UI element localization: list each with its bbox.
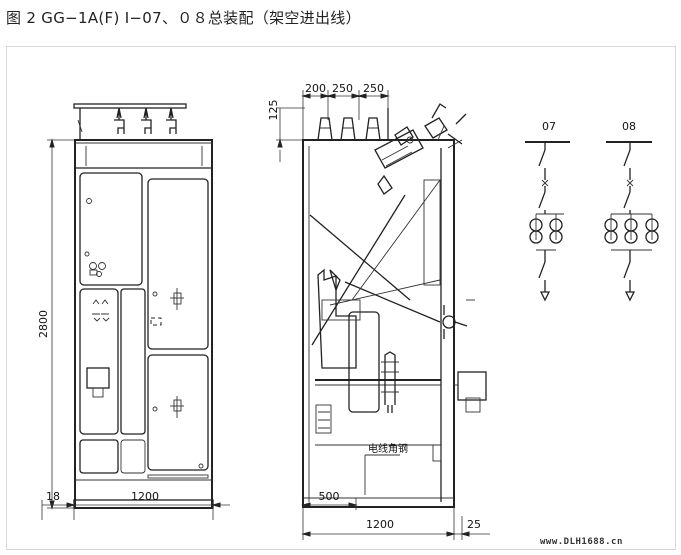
front-height-label: 2800 bbox=[37, 310, 50, 338]
middle-narrow-panel bbox=[120, 288, 146, 435]
top-dim-3: 250 bbox=[363, 82, 384, 95]
middle-left-panel bbox=[79, 288, 119, 435]
upper-left-door bbox=[79, 172, 143, 286]
bottom-left-door bbox=[79, 439, 119, 474]
side-view: 200 250 250 125 bbox=[267, 82, 490, 540]
front-width-label: 1200 bbox=[131, 490, 159, 503]
scheme-08-label: 08 bbox=[622, 120, 636, 133]
lower-right-door bbox=[147, 354, 209, 471]
lower-insulator bbox=[384, 351, 396, 413]
right-offset-label: 25 bbox=[467, 518, 481, 531]
side-height-label: 125 bbox=[267, 100, 280, 121]
scheme-07: 07 bbox=[525, 120, 570, 302]
bottom-depth-label: 500 bbox=[319, 490, 340, 503]
side-insulators bbox=[317, 117, 381, 141]
figure-title: 图 2 GG−1A(F) Ⅰ−07、０８总装配（架空进出线） bbox=[6, 9, 361, 27]
breaker-body bbox=[317, 268, 357, 369]
front-view: 2800 18 1200 bbox=[37, 103, 230, 520]
title-bar: 图 2 GG−1A(F) Ⅰ−07、０８总装配（架空进出线） bbox=[0, 0, 681, 38]
top-busbar-plate bbox=[73, 103, 187, 109]
upper-right-door bbox=[147, 178, 209, 350]
scheme-08: 08 bbox=[604, 120, 659, 302]
scheme-07-label: 07 bbox=[542, 120, 556, 133]
cabinet-side-outline bbox=[302, 139, 455, 508]
top-dim-1: 200 bbox=[305, 82, 326, 95]
cable-angle-label: 电线角钢 bbox=[368, 442, 408, 455]
front-left-offset-label: 18 bbox=[46, 490, 60, 503]
front-insulators bbox=[114, 107, 177, 134]
side-width-label: 1200 bbox=[366, 518, 394, 531]
top-switch-assembly bbox=[374, 103, 467, 195]
watermark: www.DLH1688.cn bbox=[540, 537, 623, 547]
top-dim-2: 250 bbox=[332, 82, 353, 95]
cabinet-front-outline bbox=[74, 139, 213, 509]
